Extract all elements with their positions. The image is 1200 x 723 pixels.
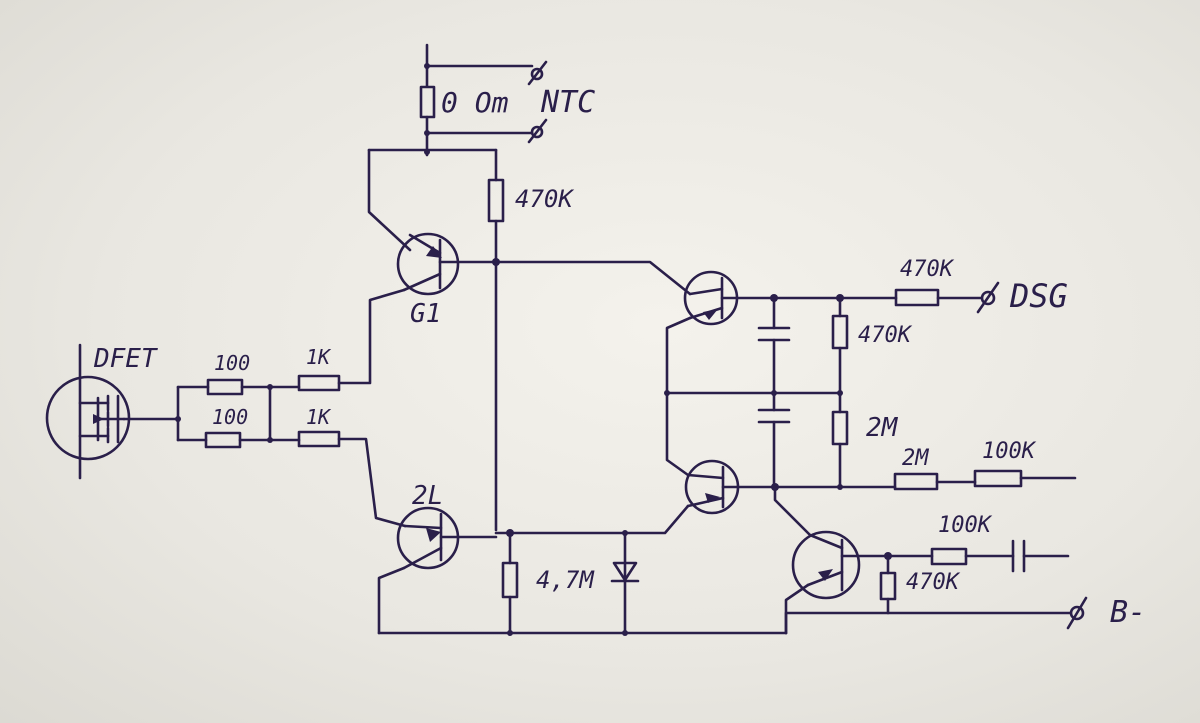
r100-a-label: 100 <box>214 351 250 375</box>
r-470k-mid-label: 470K <box>858 323 913 348</box>
resistor-1k-b <box>297 430 341 448</box>
transistor-q1 <box>396 232 498 296</box>
resistor-470k-bot <box>879 571 897 601</box>
r100-b-label: 100 <box>212 405 248 429</box>
r-100k-bot-label: 100K <box>938 513 993 538</box>
resistor-470k-dsg <box>894 288 940 307</box>
mosfet-dfet <box>45 343 180 480</box>
resistor-470k-top <box>487 178 505 223</box>
b-minus-label: B- <box>1110 595 1146 630</box>
ntc-label: NTC <box>540 85 595 120</box>
q2-label: 2L <box>412 481 443 511</box>
dsg-label: DSG <box>1009 277 1068 315</box>
transistor-q5 <box>791 530 892 600</box>
resistor-2m-low <box>893 472 939 491</box>
r-100k-low-label: 100K <box>982 439 1037 464</box>
dfet-label: DFET <box>93 344 158 374</box>
r-2m-mid-label: 2M <box>866 413 899 443</box>
resistor-100k-low <box>973 469 1023 488</box>
r-470k-top-label: 470K <box>515 185 574 213</box>
transistor-q3 <box>683 270 776 326</box>
r1k-b-label: 1K <box>306 405 332 429</box>
resistor-100-b <box>204 431 242 449</box>
zener-diode <box>610 531 640 635</box>
r-2m-low-label: 2M <box>902 446 929 471</box>
resistor-100k-bot <box>930 547 968 566</box>
transistor-q4 <box>684 459 777 515</box>
resistor-1k-a <box>297 374 341 392</box>
zero-ohm-label: 0 Om <box>441 86 509 119</box>
resistor-470k-mid <box>831 314 849 350</box>
resistor-4-7m <box>501 561 519 599</box>
r-470k-dsg-label: 470K <box>900 257 955 282</box>
resistor-100-a <box>206 378 244 396</box>
q1-label: G1 <box>410 299 441 329</box>
r-47m-label: 4,7M <box>536 566 595 594</box>
transistor-q2 <box>396 506 498 570</box>
r1k-a-label: 1K <box>306 345 332 369</box>
resistor-2m-mid <box>831 410 849 446</box>
r-470k-bot-label: 470K <box>906 570 961 595</box>
